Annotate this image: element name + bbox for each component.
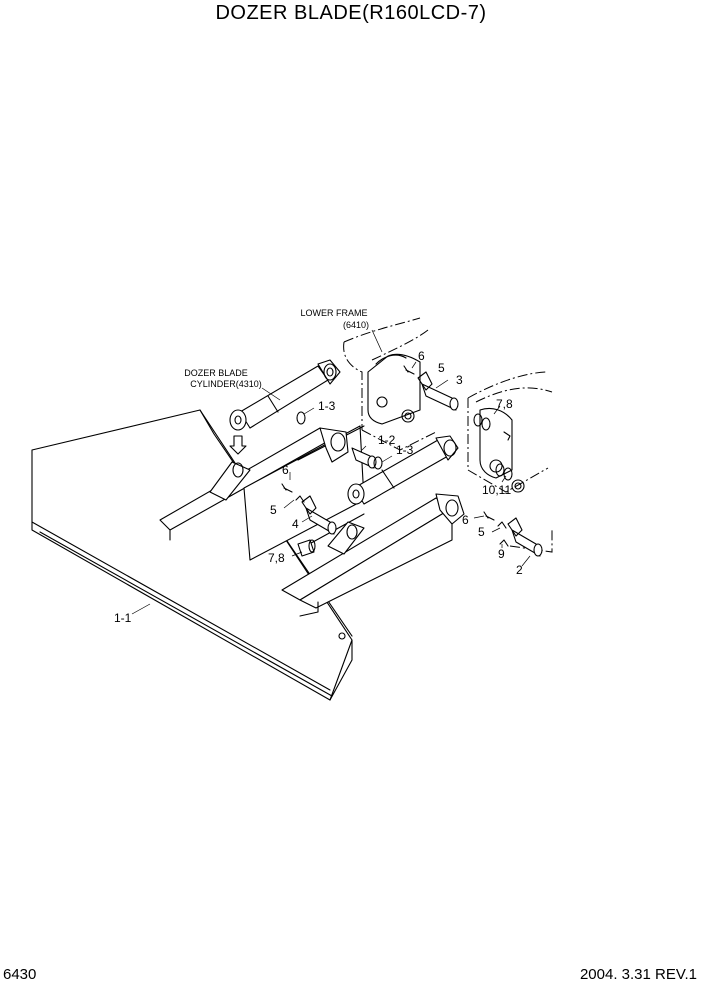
frame-bracket-lower: [479, 407, 525, 493]
callout-5: 5: [438, 361, 445, 375]
diagram-title: DOZER BLADE(R160LCD-7): [215, 2, 487, 24]
callout-6-b: 6: [282, 463, 289, 477]
callout-5-c: 5: [478, 525, 485, 539]
callout-7-8: 7,8: [496, 397, 513, 411]
pin-4: [301, 495, 337, 535]
lower-frame-outline: [343, 317, 553, 553]
bolts-and-washers: [281, 365, 511, 547]
dozer-blade-cylinder-2: [347, 435, 459, 505]
callout-6-c: 6: [462, 513, 469, 527]
callout-4: 4: [292, 517, 299, 531]
callout-9: 9: [498, 547, 505, 561]
o-rings: [296, 411, 513, 481]
page-number: 6430: [3, 966, 37, 983]
lower-frame-ref: (6410): [343, 320, 369, 330]
callout-5-b: 5: [270, 503, 277, 517]
callout-2: 2: [516, 563, 523, 577]
cylinder-ref: CYLINDER(4310): [190, 379, 262, 389]
pin-2: [507, 517, 543, 557]
lower-frame-label: LOWER FRAME: [300, 308, 367, 318]
leader-lines: [131, 329, 531, 615]
callout-10-11: 10,11: [482, 483, 511, 497]
callout-1-3: 1-3: [318, 399, 336, 413]
revision-date: 2004. 3.31 REV.1: [579, 966, 697, 983]
callout-3: 3: [456, 373, 463, 387]
callout-1-2: 1-2: [378, 433, 396, 447]
dozer-blade: [31, 409, 353, 701]
assembly-arrow: [229, 435, 247, 455]
callout-7-8-b: 7,8: [268, 551, 285, 565]
callout-1-3-b: 1-3: [396, 443, 414, 457]
push-frame: [159, 425, 465, 617]
callout-1-1: 1-1: [114, 611, 132, 625]
callout-6: 6: [418, 349, 425, 363]
pin-3: [417, 371, 459, 411]
frame-bracket-upper: [367, 353, 421, 425]
dozer-blade-cylinder: [229, 359, 341, 431]
cylinder-label: DOZER BLADE: [184, 368, 248, 378]
